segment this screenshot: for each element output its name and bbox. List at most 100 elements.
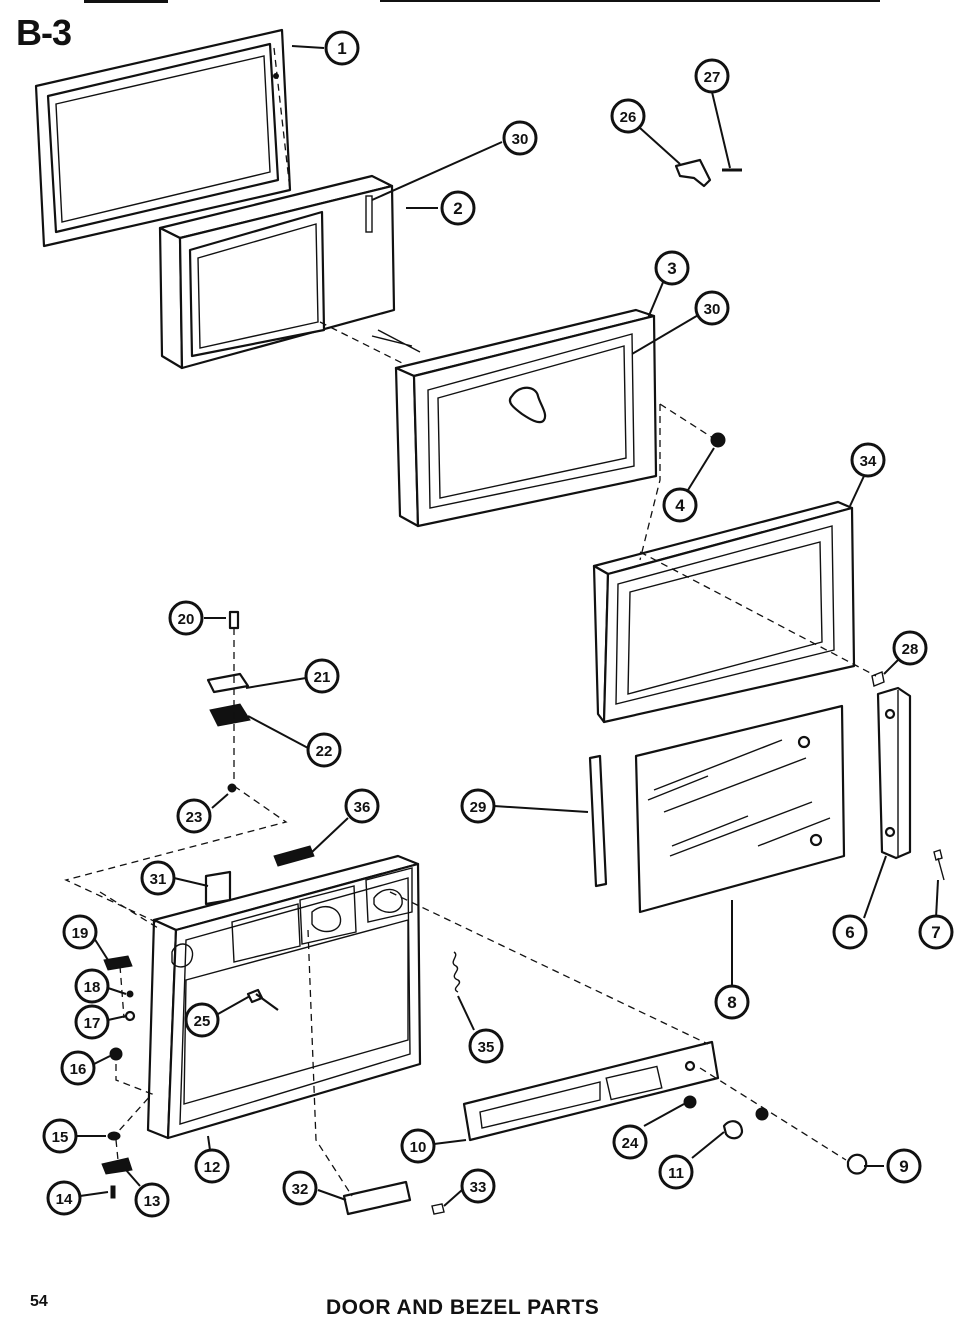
callout-label: 32	[292, 1181, 309, 1198]
callout-circle	[612, 1124, 648, 1160]
callout-circle	[886, 1148, 922, 1184]
callout-circle	[460, 788, 496, 824]
callout-label: 31	[150, 871, 167, 888]
callout-label: 18	[84, 979, 101, 996]
callout-c6: 6	[832, 914, 868, 950]
callout-circle	[694, 290, 730, 326]
callout-circle	[176, 798, 212, 834]
callout-c32: 32	[282, 1170, 318, 1206]
callout-label: 19	[72, 925, 89, 942]
callout-circle	[468, 1028, 504, 1064]
callout-c2: 2	[440, 190, 476, 226]
callout-circle	[324, 30, 360, 66]
callout-c15: 15	[42, 1118, 78, 1154]
callout-circle	[832, 914, 868, 950]
callout-label: 36	[354, 799, 371, 816]
callout-c23: 23	[176, 798, 212, 834]
callout-c30a: 30	[502, 120, 538, 156]
callout-c13: 13	[134, 1182, 170, 1218]
callout-label: 15	[52, 1129, 69, 1146]
callout-label: 23	[186, 809, 203, 826]
callout-c25: 25	[184, 1002, 220, 1038]
callout-label: 8	[727, 993, 736, 1012]
callout-label: 17	[84, 1015, 101, 1032]
callout-label: 21	[314, 669, 331, 686]
callout-label: 25	[194, 1013, 211, 1030]
part-door-panel	[158, 174, 396, 370]
part-washer-24	[683, 1095, 697, 1109]
callout-c35: 35	[468, 1028, 504, 1064]
callout-circle	[184, 1002, 220, 1038]
callout-circle	[502, 120, 538, 156]
callout-c3: 3	[654, 250, 690, 286]
callout-c19: 19	[62, 914, 98, 950]
part-nut	[710, 432, 726, 448]
callout-c24: 24	[612, 1124, 648, 1160]
callout-circle	[400, 1128, 436, 1164]
part-latch-bracket	[674, 158, 742, 188]
callout-label: 35	[478, 1039, 495, 1056]
callout-label: 10	[410, 1139, 427, 1156]
callout-c7: 7	[918, 914, 954, 950]
callout-circle	[304, 658, 340, 694]
callout-c30b: 30	[694, 290, 730, 326]
part-outer-door-frame	[34, 28, 292, 248]
part-choke-frame	[592, 500, 856, 724]
callout-label: 7	[931, 923, 940, 942]
part-screw-lower	[933, 849, 945, 881]
callout-circle	[662, 487, 698, 523]
callout-c4: 4	[662, 487, 698, 523]
callout-circle	[140, 860, 176, 896]
callout-circle	[194, 1148, 230, 1184]
callout-circle	[134, 1182, 170, 1218]
callout-label: 12	[204, 1159, 221, 1176]
part-small-hardware-left	[101, 955, 279, 1199]
callout-c18: 18	[74, 968, 110, 1004]
part-inner-door-frame	[371, 308, 658, 528]
callout-label: 27	[704, 69, 721, 86]
callout-c20: 20	[168, 600, 204, 636]
callout-c29: 29	[460, 788, 496, 824]
callout-label: 22	[316, 743, 333, 760]
callout-label: 1	[337, 39, 346, 58]
callout-label: 16	[70, 1061, 87, 1078]
callout-circle	[282, 1170, 318, 1206]
callout-c17: 17	[74, 1004, 110, 1040]
callout-label: 28	[902, 641, 919, 658]
part-hinge-bracket	[876, 686, 912, 860]
part-plate-32	[342, 1180, 412, 1216]
top-rule-right	[380, 0, 880, 2]
part-screw-upper	[871, 671, 885, 687]
part-control-strip	[462, 1040, 720, 1142]
callout-circle	[892, 630, 928, 666]
callout-c14: 14	[46, 1180, 82, 1216]
callout-label: 4	[675, 496, 685, 515]
callout-circle	[460, 1168, 496, 1204]
callout-c21: 21	[304, 658, 340, 694]
callout-c16: 16	[60, 1050, 96, 1086]
callout-label: 13	[144, 1193, 161, 1210]
callout-circle	[344, 788, 380, 824]
part-door-seal-strip	[588, 754, 608, 888]
callout-c27: 27	[694, 58, 730, 94]
part-screw-33	[431, 1203, 445, 1215]
part-front-bezel	[146, 854, 422, 1140]
callout-c33: 33	[460, 1168, 496, 1204]
callout-label: 26	[620, 109, 637, 126]
callout-label: 30	[512, 131, 529, 148]
part-clip-11	[722, 1120, 744, 1140]
callout-c10: 10	[400, 1128, 436, 1164]
callout-c22: 22	[306, 732, 342, 768]
callout-label: 2	[453, 199, 462, 218]
callout-label: 9	[899, 1157, 908, 1176]
callout-c36: 36	[344, 788, 380, 824]
callout-circle	[440, 190, 476, 226]
callout-c11: 11	[658, 1154, 694, 1190]
callout-label: 33	[470, 1179, 487, 1196]
part-door-glass	[634, 704, 846, 914]
callout-circle	[658, 1154, 694, 1190]
callout-circle	[918, 914, 954, 950]
alignment-lines	[64, 47, 877, 1197]
